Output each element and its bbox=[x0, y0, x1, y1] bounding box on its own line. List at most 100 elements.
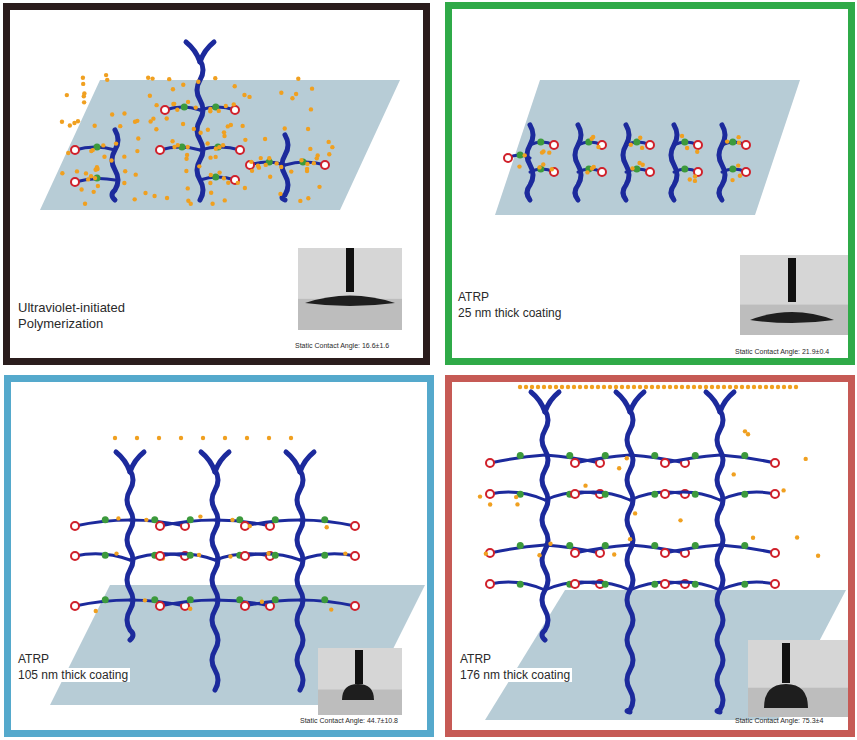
monomer-dot bbox=[722, 385, 726, 389]
end-group bbox=[156, 146, 164, 154]
polymer-branch bbox=[215, 452, 229, 472]
polymer-branch bbox=[201, 452, 215, 472]
monomer-dot bbox=[152, 194, 156, 198]
end-group bbox=[504, 154, 512, 162]
monomer-dot bbox=[146, 76, 150, 80]
monomer-dot bbox=[736, 135, 740, 139]
monomer-dot bbox=[245, 436, 249, 440]
monomer-dot bbox=[186, 145, 190, 149]
monomer-dot bbox=[629, 143, 633, 147]
monomer-dot bbox=[197, 164, 201, 168]
monomer-dot bbox=[206, 128, 210, 132]
monomer-dot bbox=[608, 385, 612, 389]
monomer-dot bbox=[148, 94, 152, 98]
monomer-dot bbox=[633, 511, 637, 515]
monomer-dot bbox=[113, 436, 117, 440]
monomer-dot bbox=[738, 174, 742, 178]
monomer-dot bbox=[668, 385, 672, 389]
method-label: 25 nm thick coating bbox=[458, 306, 561, 320]
monomer-dot bbox=[217, 170, 221, 174]
end-group bbox=[661, 490, 669, 498]
monomer-dot bbox=[133, 172, 137, 176]
end-group bbox=[321, 161, 329, 169]
method-label: Ultraviolet-initiated Polymerization bbox=[18, 300, 178, 331]
contact-angle-photo bbox=[748, 640, 848, 717]
monomer-dot bbox=[625, 456, 629, 460]
ester-group bbox=[187, 516, 194, 523]
monomer-dot bbox=[547, 150, 551, 154]
method-label: 176 nm thick coating bbox=[458, 668, 572, 682]
ester-group bbox=[692, 581, 699, 588]
end-group bbox=[646, 168, 654, 176]
ester-group bbox=[272, 552, 279, 559]
end-group bbox=[742, 141, 750, 149]
monomer-dot bbox=[737, 140, 741, 144]
monomer-dot bbox=[171, 102, 175, 106]
monomer-dot bbox=[517, 164, 521, 168]
monomer-dot bbox=[299, 158, 303, 162]
monomer-dot bbox=[298, 199, 302, 203]
monomer-dot bbox=[572, 385, 576, 389]
end-group bbox=[571, 580, 579, 588]
monomer-dot bbox=[84, 171, 88, 175]
monomer-dot bbox=[752, 385, 756, 389]
monomer-dot bbox=[541, 162, 545, 166]
monomer-dot bbox=[165, 116, 169, 120]
monomer-dot bbox=[764, 385, 768, 389]
monomer-dot bbox=[770, 385, 774, 389]
monomer-dot bbox=[233, 84, 237, 88]
monomer-dot bbox=[279, 91, 283, 95]
monomer-dot bbox=[776, 385, 780, 389]
ester-group bbox=[537, 139, 544, 146]
monomer-dot bbox=[135, 436, 139, 440]
polymer-branch bbox=[545, 392, 559, 412]
monomer-dot bbox=[263, 137, 267, 141]
monomer-dot bbox=[795, 535, 799, 539]
ester-group bbox=[729, 166, 736, 173]
polymer-backbone bbox=[527, 125, 533, 200]
monomer-dot bbox=[678, 518, 682, 522]
monomer-dot bbox=[151, 116, 155, 120]
polymer-backbone bbox=[623, 125, 629, 200]
monomer-dot bbox=[692, 385, 696, 389]
monomer-dot bbox=[186, 186, 190, 190]
photo-stage bbox=[740, 305, 848, 335]
end-group bbox=[646, 141, 654, 149]
polymer-backbone bbox=[671, 125, 677, 200]
end-group bbox=[771, 580, 779, 588]
method-label: 105 nm thick coating bbox=[16, 668, 130, 682]
end-group bbox=[231, 106, 239, 114]
ester-group bbox=[517, 452, 524, 459]
monomer-dot bbox=[725, 139, 729, 143]
monomer-dot bbox=[196, 80, 200, 84]
monomer-dot bbox=[209, 173, 213, 177]
monomer-dot bbox=[116, 516, 120, 520]
polymer-branch bbox=[630, 392, 644, 412]
ester-group bbox=[681, 139, 688, 146]
end-group bbox=[156, 522, 164, 530]
end-group bbox=[771, 490, 779, 498]
polymer-branch bbox=[616, 392, 630, 412]
monomer-dot bbox=[548, 542, 552, 546]
monomer-dot bbox=[566, 385, 570, 389]
monomer-dot bbox=[172, 102, 176, 106]
monomer-dot bbox=[217, 109, 221, 113]
end-group bbox=[571, 490, 579, 498]
monomer-dot bbox=[184, 157, 188, 161]
polymer-backbone bbox=[127, 470, 133, 640]
syringe-needle bbox=[346, 248, 354, 292]
monomer-dot bbox=[514, 495, 518, 499]
ester-group bbox=[692, 452, 699, 459]
monomer-dot bbox=[179, 436, 183, 440]
ester-group bbox=[102, 516, 109, 523]
ester-group bbox=[602, 491, 609, 498]
end-group bbox=[486, 459, 494, 467]
polymer-backbone bbox=[112, 130, 118, 200]
monomer-dot bbox=[89, 174, 93, 178]
monomer-dot bbox=[294, 92, 298, 96]
monomer-dot bbox=[110, 112, 114, 116]
monomer-dot bbox=[208, 155, 212, 159]
monomer-dot bbox=[596, 385, 600, 389]
monomer-dot bbox=[171, 87, 175, 91]
polymer-backbone bbox=[542, 410, 548, 640]
